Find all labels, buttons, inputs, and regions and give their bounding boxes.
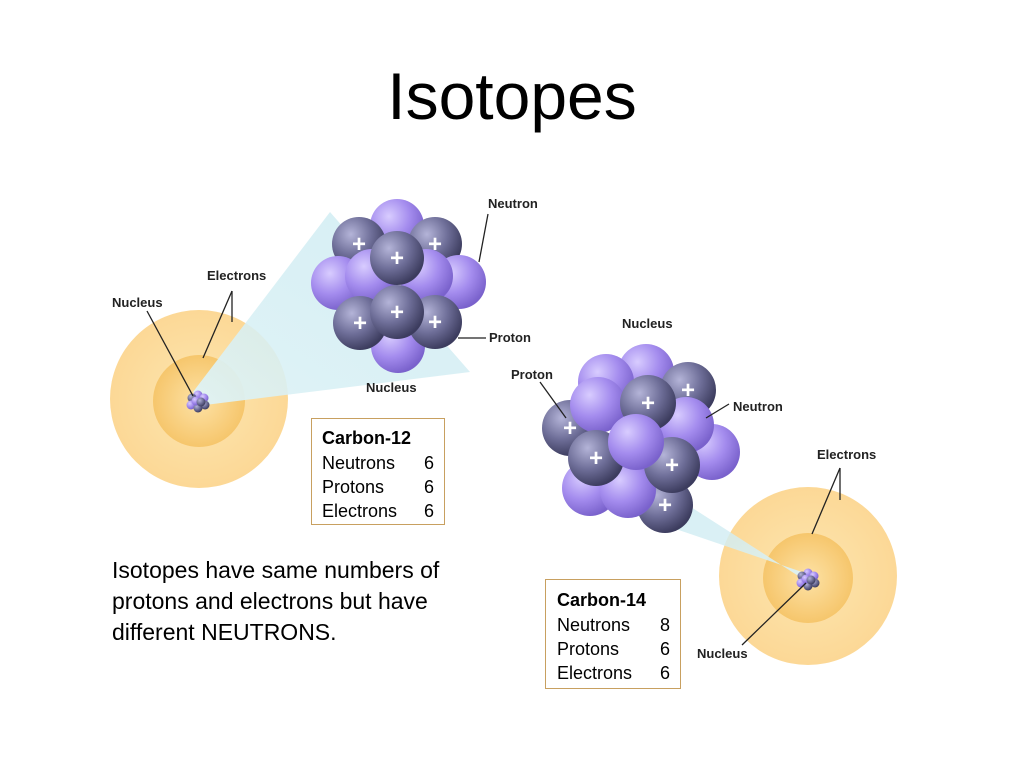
carbon12-mini-proton-7 — [196, 397, 206, 407]
carbon12-electrons-leader-a — [202, 290, 233, 359]
carbon12-proton-11 — [370, 285, 424, 339]
carbon12-electrons-label: Electrons — [207, 268, 266, 283]
carbon14-neutrons-label: Neutrons — [557, 615, 631, 635]
carbon14-plus-sign-3: + — [563, 415, 577, 442]
carbon14-nucleus-zoom-label: Nucleus — [622, 316, 673, 331]
carbon14-neutron-leader — [705, 403, 730, 419]
page-title: Isotopes — [387, 59, 637, 133]
carbon12-plus-sign-11: + — [390, 299, 404, 326]
carbon12-leader-lines — [146, 213, 489, 397]
carbon12-protons-value: 6 — [423, 477, 434, 497]
carbon14-row-neutrons: Neutrons 8 — [557, 613, 670, 637]
carbon12-plus-sign-10: + — [390, 245, 404, 272]
carbon12-neutron-label: Neutron — [488, 196, 538, 211]
carbon14-neutrons-value: 8 — [659, 615, 670, 635]
carbon14-leader-lines — [539, 381, 841, 646]
carbon14-nucleus-leader — [741, 582, 807, 646]
carbon14-electrons-leader-a — [811, 467, 841, 535]
carbon14-protons-label: Protons — [557, 639, 620, 659]
carbon14-row-electrons: Electrons 6 — [557, 661, 670, 685]
carbon12-heading: Carbon-12 — [322, 428, 412, 448]
carbon12-plus-sign-9: + — [428, 309, 442, 336]
carbon12-nucleus-label: Nucleus — [112, 295, 163, 310]
carbon12-proton-10 — [370, 231, 424, 285]
carbon14-proton-leader — [539, 381, 567, 419]
carbon14-plus-sign-11: + — [589, 445, 603, 472]
carbon12-protons-label: Protons — [322, 477, 385, 497]
carbon14-electrons-label: Electrons — [817, 447, 876, 462]
carbon12-mini-nucleus — [186, 390, 210, 413]
carbon12-nucleus-leader — [146, 310, 194, 397]
carbon14-row-protons: Protons 6 — [557, 637, 670, 661]
carbon14-mini-nucleus — [796, 568, 820, 591]
carbon12-electrons-row-label: Electrons — [322, 501, 398, 521]
carbon14-neutron-13 — [608, 414, 664, 470]
carbon12-electrons-value: 6 — [423, 501, 434, 521]
carbon12-nucleus-zoom: ++++++ — [311, 199, 486, 373]
carbon14-nucleus-label: Nucleus — [697, 646, 748, 661]
carbon14-nucleus-zoom: ++++++ — [542, 344, 740, 533]
carbon14-plus-sign-12: + — [665, 452, 679, 479]
carbon12-neutrons-value: 6 — [423, 453, 434, 473]
carbon12-row-neutrons: Neutrons 6 — [322, 451, 434, 475]
carbon12-neutrons-label: Neutrons — [322, 453, 396, 473]
carbon12-info-box: Carbon-12 Neutrons 6 Protons 6 Electrons… — [311, 418, 445, 525]
carbon12-proton-label: Proton — [489, 330, 531, 345]
carbon14-protons-value: 6 — [659, 639, 670, 659]
carbon14-plus-sign-8: + — [658, 492, 672, 519]
carbon14-mini-proton-7 — [806, 575, 816, 585]
carbon12-row-electrons: Electrons 6 — [322, 499, 434, 523]
carbon14-info-box: Carbon-14 Neutrons 8 Protons 6 Electrons… — [545, 579, 681, 689]
carbon14-electrons-value: 6 — [659, 663, 670, 683]
carbon14-neutron-label: Neutron — [733, 399, 783, 414]
carbon14-electrons-row-label: Electrons — [557, 663, 633, 683]
carbon14-plus-sign-10: + — [641, 390, 655, 417]
carbon14-proton-label: Proton — [511, 367, 553, 382]
carbon12-row-protons: Protons 6 — [322, 475, 434, 499]
carbon12-plus-sign-8: + — [353, 310, 367, 337]
isotope-caption: Isotopes have same numbers of protons an… — [112, 557, 440, 645]
carbon12-neutron-leader — [478, 213, 489, 263]
carbon14-heading: Carbon-14 — [557, 590, 647, 610]
carbon14-neutron-5 — [570, 377, 626, 433]
carbon12-nucleus-zoom-label: Nucleus — [366, 380, 417, 395]
